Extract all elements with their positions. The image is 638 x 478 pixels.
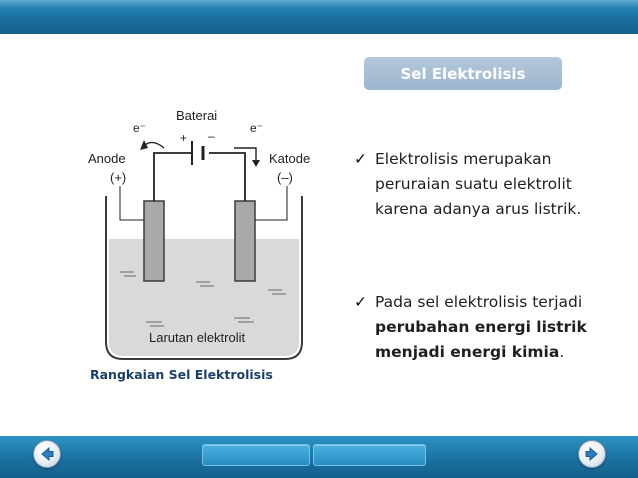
bullet-text-1: Elektrolisis merupakan peruraian suatu e… <box>375 150 582 218</box>
top-banner-shine <box>0 0 638 8</box>
checkmark-icon: ✓ <box>354 150 367 168</box>
anode-wire <box>153 152 191 201</box>
beaker <box>105 196 303 360</box>
bullet-item-1: ✓ Elektrolisis merupakan peruraian suatu… <box>354 147 624 222</box>
anode-sign: (+) <box>110 170 126 185</box>
cathode-wire <box>209 152 246 201</box>
solution-label: Larutan elektrolit <box>149 330 245 345</box>
left-arrow-icon <box>41 446 54 462</box>
diagram-caption: Rangkaian Sel Elektrolisis <box>90 367 273 382</box>
electron-label-left: e⁻ <box>133 121 146 135</box>
electrolysis-cell-diagram: Baterai e⁻ e⁻ + – Anode (+) Katode (–) L… <box>88 108 310 360</box>
slide-title: Sel Elektrolisis <box>364 57 562 90</box>
anode-electrode <box>143 200 165 282</box>
nav-tab-button-1[interactable] <box>202 444 310 466</box>
battery-minus-sign: – <box>208 129 215 143</box>
battery-plus-sign: + <box>180 131 187 145</box>
cathode-electrode <box>234 200 256 282</box>
top-banner <box>0 0 638 34</box>
solution-ripples <box>120 271 286 327</box>
electron-arrow-right <box>234 147 257 162</box>
anode-label: Anode <box>88 151 126 166</box>
bullet-text-2: Pada sel elektrolisis terjadi perubahan … <box>375 290 624 365</box>
right-arrow-icon <box>585 446 598 462</box>
bullet-text-2-post: . <box>559 343 565 361</box>
prev-slide-button[interactable] <box>33 440 61 468</box>
cathode-leader <box>255 186 288 221</box>
nav-tab-button-2[interactable] <box>313 444 426 466</box>
bullet-text-2-bold: perubahan energi listrik menjadi energi … <box>375 318 587 361</box>
bullet-text-2-pre: Pada sel elektrolisis terjadi <box>375 293 583 311</box>
checkmark-icon: ✓ <box>354 293 367 311</box>
bullet-item-2: ✓ Pada sel elektrolisis terjadi perubaha… <box>354 290 624 365</box>
cathode-label: Katode <box>269 151 310 166</box>
battery-label: Baterai <box>176 108 217 123</box>
cathode-sign: (–) <box>277 170 293 185</box>
anode-leader <box>119 186 144 221</box>
electron-label-right: e⁻ <box>250 121 263 135</box>
next-slide-button[interactable] <box>578 440 606 468</box>
